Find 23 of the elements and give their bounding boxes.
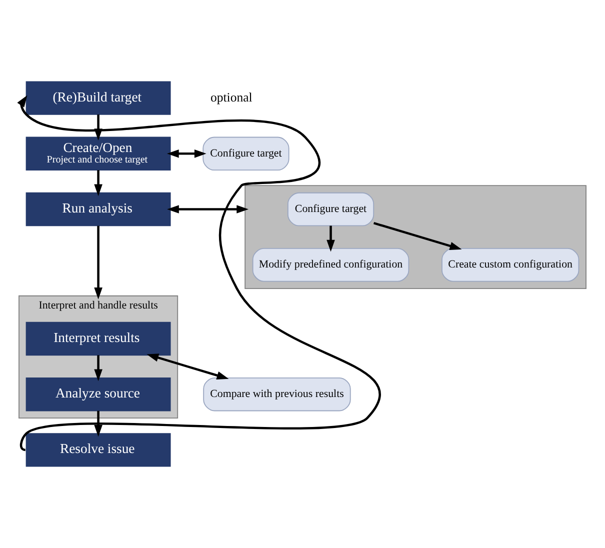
node-box: Analyze source bbox=[26, 377, 171, 412]
arrow bbox=[94, 170, 102, 196]
node-box: Resolve issue bbox=[26, 433, 171, 467]
cluster bbox=[244, 185, 586, 290]
arrow bbox=[166, 150, 206, 158]
node-box: (Re)Build target bbox=[26, 81, 171, 115]
node-box: Modify predefined configuration bbox=[252, 248, 410, 282]
arrow bbox=[94, 226, 102, 300]
node-box: Create/Open Project and choose target bbox=[26, 136, 171, 171]
node-box: Configure target bbox=[287, 192, 374, 226]
arrow bbox=[94, 355, 102, 382]
node-box: Compare with previous results bbox=[203, 377, 351, 412]
node-box: Interpret results bbox=[26, 322, 171, 356]
arrow bbox=[146, 354, 229, 380]
arrow bbox=[167, 205, 249, 214]
arrow bbox=[373, 222, 462, 250]
arrow bbox=[94, 410, 102, 437]
node-box: Create custom configuration bbox=[442, 248, 580, 282]
node-box: Configure target bbox=[202, 136, 290, 171]
node-box: Run analysis bbox=[26, 192, 171, 226]
arrow bbox=[17, 95, 381, 450]
label: optional bbox=[210, 90, 252, 104]
arrow bbox=[326, 226, 335, 252]
